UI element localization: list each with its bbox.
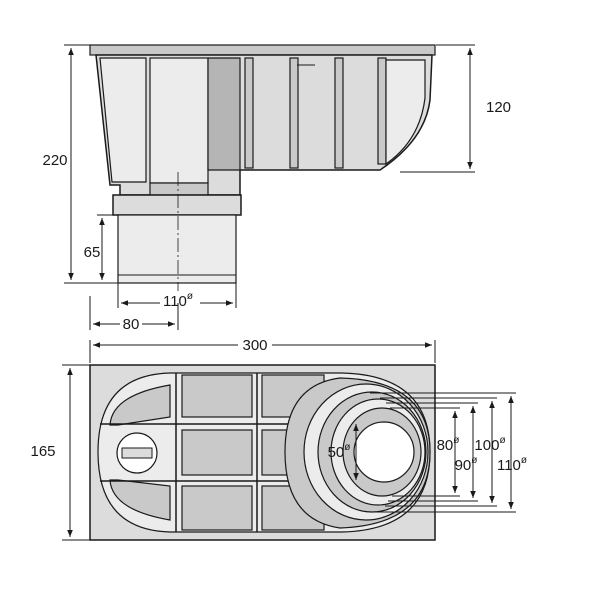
- dim-300-label: 300: [242, 337, 267, 354]
- dim-100-ring-label: 100ø: [474, 435, 505, 454]
- dim-80-ring-label: 80ø: [437, 435, 460, 454]
- dim-80-label: 80: [123, 316, 140, 333]
- plan-view: [89, 364, 436, 541]
- dim-220-label: 220: [42, 152, 67, 169]
- plan-dimensions: 300 165 50ø 80ø 90ø 100ø 110ø: [30, 335, 527, 541]
- dim-165-label: 165: [30, 443, 55, 460]
- dim-65-label: 65: [84, 244, 101, 261]
- side-view: [89, 44, 436, 300]
- dim-110-side-label: 110ø: [163, 291, 193, 310]
- side-dimensions: 220 120 65 110ø 80: [42, 44, 511, 333]
- dim-110-ring-label: 110ø: [497, 455, 527, 474]
- dim-90-ring-label: 90ø: [455, 455, 478, 474]
- dim-120-label: 120: [486, 99, 511, 116]
- dim-50-label: 50ø: [328, 442, 351, 461]
